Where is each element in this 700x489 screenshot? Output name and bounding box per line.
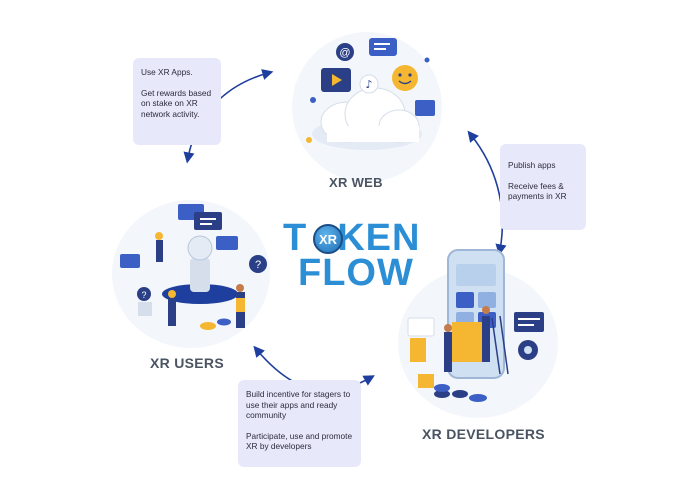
chat-bubble-icon <box>369 38 397 56</box>
note-developers-to-users: Build incentive for stagers to use their… <box>238 380 361 467</box>
question-mark-icon: ? <box>249 255 267 273</box>
note-users-to-web-line2: Get rewards based on stake on XR network… <box>141 87 212 119</box>
cloud-icon <box>312 87 422 150</box>
xr-users-label: XR USERS <box>150 355 224 371</box>
note-web-to-developers: Publish apps Receive fees & payments in … <box>500 144 586 230</box>
logo-token-ken: KEN <box>337 217 421 259</box>
note-users-to-web: Use XR Apps. Get rewards based on stake … <box>133 58 221 145</box>
svg-text:@: @ <box>339 47 350 59</box>
xr-web-illustration: @ ♪ <box>306 38 435 150</box>
logo-token-t: T <box>283 217 308 259</box>
smiley-icon <box>392 65 418 91</box>
chat-bubble-icon <box>178 204 222 230</box>
coin-icon <box>434 384 487 402</box>
note-web-to-developers-line2: Receive fees & payments in XR <box>508 180 567 202</box>
xr-users-illustration: ? ? <box>120 204 267 330</box>
coin-icon <box>200 318 231 330</box>
xr-developers-label: XR DEVELOPERS <box>422 426 545 442</box>
svg-text:?: ? <box>141 290 146 300</box>
xr-web-label: XR WEB <box>329 175 383 190</box>
music-note-icon: ♪ <box>359 74 379 94</box>
at-sign-icon: @ <box>336 43 354 61</box>
logo-flow: FLOW <box>298 252 414 294</box>
note-web-to-developers-line1: Publish apps <box>508 160 556 170</box>
xr-developers-illustration <box>407 249 544 402</box>
gear-icon <box>518 340 538 360</box>
note-developers-to-users-line2: Participate, use and promote XR by devel… <box>246 430 353 452</box>
note-users-to-web-line1: Use XR Apps. <box>141 67 193 77</box>
svg-text:♪: ♪ <box>365 78 372 91</box>
logo-token: T KEN <box>283 218 420 258</box>
note-developers-to-users-line1: Build incentive for stagers to use their… <box>246 389 351 420</box>
arrow-web-to-developers <box>467 130 507 256</box>
xr-logo-badge: XR <box>313 224 343 254</box>
svg-text:?: ? <box>255 259 261 271</box>
